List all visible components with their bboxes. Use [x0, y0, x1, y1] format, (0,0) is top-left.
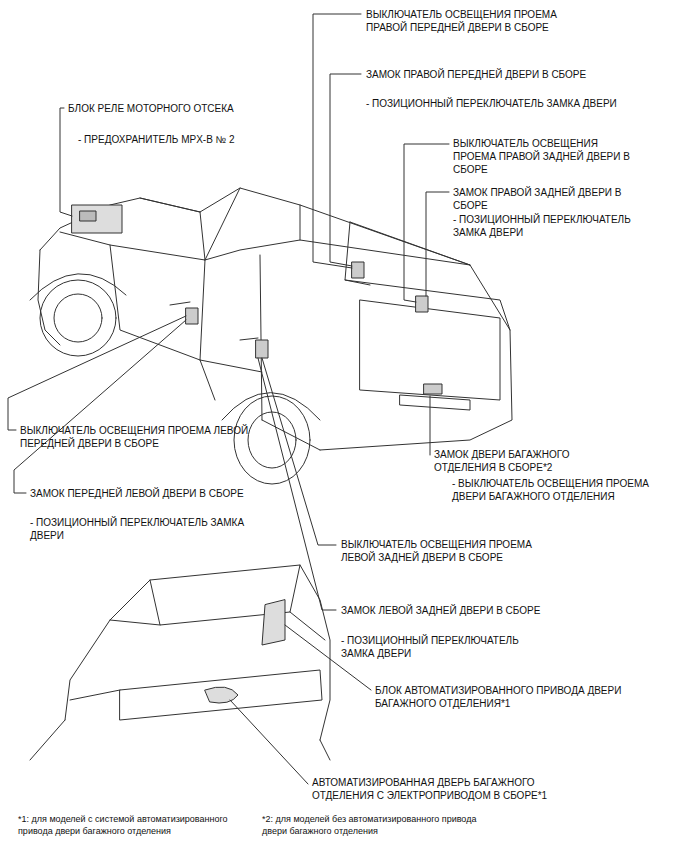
- part-label: ВЫКЛЮЧАТЕЛЬ ОСВЕЩЕНИЯ ПРОЕМА ЛЕВОЙ ПЕРЕД…: [20, 424, 260, 450]
- part-label: ВЫКЛЮЧАТЕЛЬ ОСВЕЩЕНИЯ ПРОЕМА ЛЕВОЙ ЗАДНЕ…: [341, 538, 561, 564]
- part-label: - ПОЗИЦИОННЫЙ ПЕРЕКЛЮЧАТЕЛЬ ЗАМКА ДВЕРИ: [30, 516, 270, 542]
- footnote: *2: для моделей без автоматизированного …: [262, 813, 492, 837]
- part-label: ЗАМОК ПРАВОЙ ПЕРЕДНЕЙ ДВЕРИ В СБОРЕ: [366, 68, 666, 81]
- part-label: - ПОЗИЦИОННЫЙ ПЕРЕКЛЮЧАТЕЛЬ ЗАМКА ДВЕРИ: [341, 634, 541, 660]
- part-label: ВЫКЛЮЧАТЕЛЬ ОСВЕЩЕНИЯ ПРОЕМА ПРАВОЙ ПЕРЕ…: [366, 8, 576, 34]
- part-label: БЛОК АВТОМАТИЗИРОВАННОГО ПРИВОДА ДВЕРИ Б…: [375, 684, 640, 710]
- part-label: - ВЫКЛЮЧАТЕЛЬ ОСВЕЩЕНИЯ ПРОЕМА ДВЕРИ БАГ…: [452, 477, 652, 503]
- part-label: БЛОК РЕЛЕ МОТОРНОГО ОТСЕКА: [68, 102, 328, 115]
- part-label: - ПРЕДОХРАНИТЕЛЬ MPX-B № 2: [78, 133, 318, 146]
- part-label: ВЫКЛЮЧАТЕЛЬ ОСВЕЩЕНИЯ ПРОЕМА ПРАВОЙ ЗАДН…: [453, 137, 638, 176]
- footnote: *1: для моделей с системой автоматизиров…: [18, 813, 248, 837]
- part-label: ЗАМОК ДВЕРИ БАГАЖНОГО ОТДЕЛЕНИЯ В СБОРЕ*…: [434, 448, 604, 474]
- part-label: - ПОЗИЦИОННЫЙ ПЕРЕКЛЮЧАТЕЛЬ ЗАМКА ДВЕРИ: [366, 97, 666, 110]
- part-label: АВТОМАТИЗИРОВАННАЯ ДВЕРЬ БАГАЖНОГО ОТДЕЛ…: [312, 776, 582, 802]
- part-label: ЗАМОК ПЕРЕДНЕЙ ЛЕВОЙ ДВЕРИ В СБОРЕ: [30, 487, 310, 500]
- part-label: ЗАМОК ЛЕВОЙ ЗАДНЕЙ ДВЕРИ В СБОРЕ: [341, 604, 641, 617]
- part-label: ЗАМОК ПРАВОЙ ЗАДНЕЙ ДВЕРИ В СБОРЕ: [453, 186, 628, 212]
- part-label: - ПОЗИЦИОННЫЙ ПЕРЕКЛЮЧАТЕЛЬ ЗАМКА ДВЕРИ: [453, 213, 653, 239]
